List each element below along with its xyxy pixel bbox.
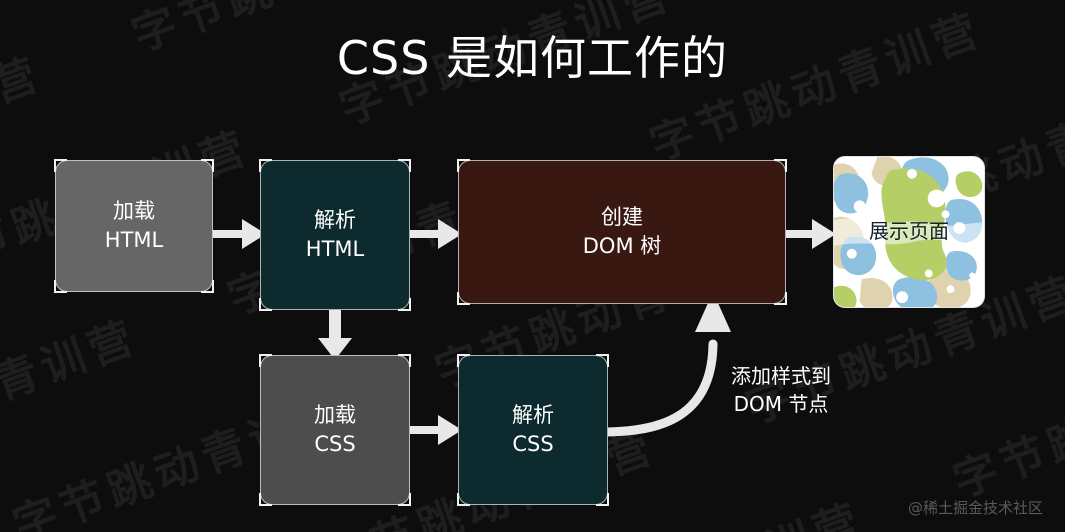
resize-handle-bottom-left[interactable] [457, 493, 470, 506]
resize-handle-bottom-right[interactable] [596, 493, 609, 506]
resize-handle-top-right[interactable] [774, 159, 787, 172]
node-label-line2: CSS [314, 432, 356, 456]
node-create-dom-tree[interactable]: 创建 DOM 树 [457, 159, 787, 305]
arrow-parse-html-to-dom-tree [404, 219, 462, 249]
watermark-text: 字节跳动青训营 [0, 310, 146, 479]
node-label-line1: 加载 [314, 403, 356, 428]
watermark-text: 字节跳动青训营 [946, 339, 1065, 508]
page-title: CSS 是如何工作的 [336, 31, 729, 85]
resize-handle-bottom-right[interactable] [973, 296, 984, 307]
node-load-html[interactable]: 加载 HTML [54, 159, 214, 293]
resize-handle-bottom-left[interactable] [54, 280, 67, 293]
resize-handle-bottom-right[interactable] [201, 280, 214, 293]
node-label-line2: HTML [305, 237, 365, 261]
node-label-line1: 展示页面 [869, 219, 949, 244]
resize-handle-bottom-right[interactable] [774, 292, 787, 305]
resize-handle-top-left[interactable] [457, 159, 470, 172]
arrow-parse-html-to-load-css [318, 306, 352, 360]
resize-handle-bottom-right[interactable] [398, 493, 411, 506]
node-label-line1: 加载 [113, 199, 155, 224]
resize-handle-top-right[interactable] [596, 354, 609, 367]
arrow-dom-tree-to-display-page [782, 219, 836, 249]
resize-handle-bottom-left[interactable] [259, 493, 272, 506]
node-label-line1: 解析 [512, 403, 554, 428]
resize-handle-top-right[interactable] [973, 157, 984, 168]
resize-handle-top-left[interactable] [54, 159, 67, 172]
connector-label-line1: 添加样式到 [731, 364, 831, 388]
resize-handle-top-left[interactable] [259, 354, 272, 367]
node-parse-html[interactable]: 解析 HTML [259, 159, 411, 311]
resize-handle-bottom-left[interactable] [259, 298, 272, 311]
credit-watermark: @稀土掘金技术社区 [907, 499, 1043, 517]
resize-handle-top-left[interactable] [457, 354, 470, 367]
resize-handle-top-right[interactable] [398, 159, 411, 172]
node-label-line2: DOM 树 [582, 234, 662, 258]
node-display-page[interactable]: 展示页面 [833, 156, 985, 308]
node-label-line2: CSS [512, 432, 554, 456]
arrow-load-html-to-parse-html [206, 219, 266, 249]
resize-handle-top-left[interactable] [834, 157, 845, 168]
arrow-parse-css-to-load-css-inbound [404, 415, 462, 445]
resize-handle-top-left[interactable] [259, 159, 272, 172]
node-load-css[interactable]: 加载 CSS [259, 354, 411, 506]
resize-handle-bottom-left[interactable] [457, 292, 470, 305]
arrow-add-style-to-dom-curve [600, 292, 731, 437]
connector-label-line2: DOM 节点 [733, 392, 829, 416]
resize-handle-bottom-right[interactable] [398, 298, 411, 311]
resize-handle-bottom-left[interactable] [834, 296, 845, 307]
connector-label: 添加样式到 DOM 节点 [706, 362, 856, 418]
node-label-line2: HTML [104, 228, 164, 252]
page-preview-graphic [834, 157, 984, 307]
resize-handle-top-right[interactable] [201, 159, 214, 172]
node-label-line1: 解析 [314, 208, 356, 233]
node-label-line1: 创建 [601, 205, 643, 230]
node-parse-css[interactable]: 解析 CSS [457, 354, 609, 506]
resize-handle-top-right[interactable] [398, 354, 411, 367]
